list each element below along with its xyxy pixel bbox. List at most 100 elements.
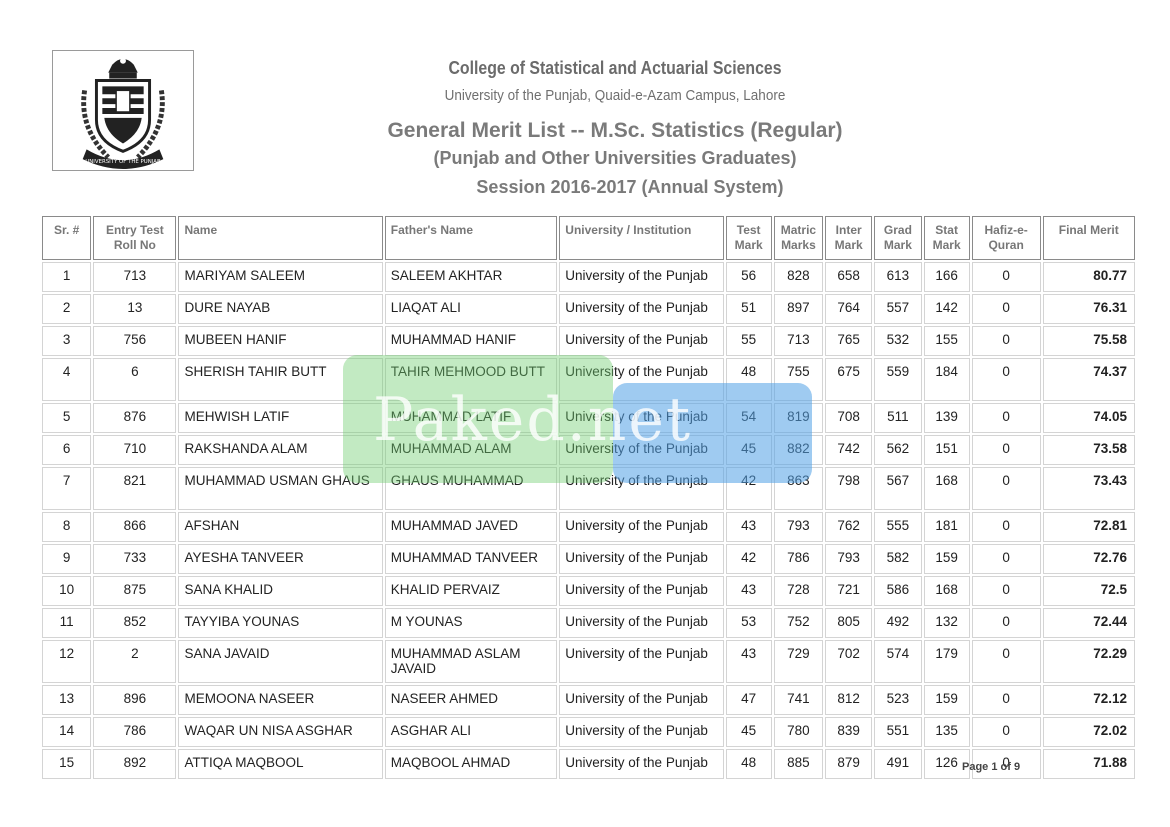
- cell-father-name: MUHAMMAD JAVED: [384, 512, 558, 542]
- cell-sr: 14: [42, 717, 92, 747]
- cell-sr: 11: [42, 608, 92, 638]
- cell-grad-mark: 511: [874, 403, 922, 433]
- column-header-sr: Sr. #: [42, 216, 92, 260]
- cell-test-mark: 54: [725, 403, 772, 433]
- cell-test-mark: 42: [725, 544, 772, 574]
- cell-name: MARIYAM SALEEM: [178, 262, 383, 292]
- cell-final-merit: 72.81: [1042, 512, 1135, 542]
- cell-final-merit: 80.77: [1042, 262, 1135, 292]
- cell-matric-marks: 819: [773, 403, 824, 433]
- cell-university: University of the Punjab: [559, 608, 724, 638]
- column-header-stat-mark: Stat Mark: [923, 216, 970, 260]
- merit-list-title: General Merit List -- M.Sc. Statistics (…: [387, 119, 843, 142]
- cell-stat-mark: 155: [923, 326, 970, 356]
- cell-final-merit: 71.88: [1042, 749, 1135, 779]
- cell-inter-mark: 805: [825, 608, 873, 638]
- logo-text: UNIVERSITY OF THE PUNJAB: [85, 159, 161, 165]
- cell-final-merit: 73.58: [1042, 435, 1135, 465]
- cell-roll-no: 892: [93, 749, 177, 779]
- cell-father-name: MUHAMMAD ASLAM JAVAID: [384, 640, 558, 683]
- cell-final-merit: 72.12: [1042, 685, 1135, 715]
- cell-stat-mark: 166: [923, 262, 970, 292]
- cell-matric-marks: 786: [773, 544, 824, 574]
- cell-test-mark: 51: [725, 294, 772, 324]
- cell-inter-mark: 839: [825, 717, 873, 747]
- cell-roll-no: 13: [93, 294, 177, 324]
- cell-inter-mark: 764: [825, 294, 873, 324]
- column-header-name: Name: [178, 216, 383, 260]
- cell-stat-mark: 142: [923, 294, 970, 324]
- cell-test-mark: 48: [725, 358, 772, 401]
- cell-sr: 12: [42, 640, 92, 683]
- cell-grad-mark: 523: [874, 685, 922, 715]
- cell-inter-mark: 793: [825, 544, 873, 574]
- cell-sr: 5: [42, 403, 92, 433]
- cell-father-name: GHAUS MUHAMMAD: [384, 467, 558, 510]
- cell-test-mark: 56: [725, 262, 772, 292]
- cell-stat-mark: 159: [923, 544, 970, 574]
- cell-grad-mark: 557: [874, 294, 922, 324]
- cell-hafiz-e-quran: 0: [971, 262, 1041, 292]
- cell-sr: 6: [42, 435, 92, 465]
- cell-stat-mark: 159: [923, 685, 970, 715]
- cell-name: MEHWISH LATIF: [178, 403, 383, 433]
- cell-hafiz-e-quran: 0: [971, 403, 1041, 433]
- cell-hafiz-e-quran: 0: [971, 358, 1041, 401]
- cell-name: TAYYIBA YOUNAS: [178, 608, 383, 638]
- cell-name: SHERISH TAHIR BUTT: [178, 358, 383, 401]
- cell-inter-mark: 762: [825, 512, 873, 542]
- cell-grad-mark: 582: [874, 544, 922, 574]
- cell-test-mark: 47: [725, 685, 772, 715]
- cell-test-mark: 48: [725, 749, 772, 779]
- university-logo: UNIVERSITY OF THE PUNJAB: [52, 50, 194, 171]
- cell-father-name: KHALID PERVAIZ: [384, 576, 558, 606]
- cell-matric-marks: 728: [773, 576, 824, 606]
- cell-hafiz-e-quran: 0: [971, 576, 1041, 606]
- cell-final-merit: 75.58: [1042, 326, 1135, 356]
- cell-roll-no: 2: [93, 640, 177, 683]
- cell-university: University of the Punjab: [559, 749, 724, 779]
- cell-father-name: SALEEM AKHTAR: [384, 262, 558, 292]
- cell-final-merit: 76.31: [1042, 294, 1135, 324]
- cell-matric-marks: 780: [773, 717, 824, 747]
- cell-inter-mark: 702: [825, 640, 873, 683]
- cell-matric-marks: 882: [773, 435, 824, 465]
- cell-grad-mark: 562: [874, 435, 922, 465]
- cell-name: ATTIQA MAQBOOL: [178, 749, 383, 779]
- cell-hafiz-e-quran: 0: [971, 749, 1041, 779]
- cell-matric-marks: 755: [773, 358, 824, 401]
- session-label: Session 2016-2017 (Annual System): [476, 177, 784, 197]
- cell-matric-marks: 752: [773, 608, 824, 638]
- cell-hafiz-e-quran: 0: [971, 512, 1041, 542]
- cell-hafiz-e-quran: 0: [971, 717, 1041, 747]
- cell-university: University of the Punjab: [559, 640, 724, 683]
- cell-inter-mark: 879: [825, 749, 873, 779]
- cell-father-name: TAHIR MEHMOOD BUTT: [384, 358, 558, 401]
- cell-final-merit: 72.5: [1042, 576, 1135, 606]
- cell-father-name: ASGHAR ALI: [384, 717, 558, 747]
- cell-name: RAKSHANDA ALAM: [178, 435, 383, 465]
- cell-sr: 2: [42, 294, 92, 324]
- cell-name: SANA JAVAID: [178, 640, 383, 683]
- cell-stat-mark: 184: [923, 358, 970, 401]
- merit-list-table: Sr. # Entry Test Roll No Name Father's N…: [40, 214, 1137, 781]
- cell-stat-mark: 151: [923, 435, 970, 465]
- cell-inter-mark: 742: [825, 435, 873, 465]
- cell-final-merit: 72.29: [1042, 640, 1135, 683]
- cell-sr: 9: [42, 544, 92, 574]
- cell-inter-mark: 658: [825, 262, 873, 292]
- cell-test-mark: 43: [725, 512, 772, 542]
- cell-grad-mark: 555: [874, 512, 922, 542]
- cell-university: University of the Punjab: [559, 512, 724, 542]
- cell-final-merit: 74.05: [1042, 403, 1135, 433]
- cell-roll-no: 852: [93, 608, 177, 638]
- cell-father-name: MAQBOOL AHMAD: [384, 749, 558, 779]
- cell-father-name: MUHAMMAD TANVEER: [384, 544, 558, 574]
